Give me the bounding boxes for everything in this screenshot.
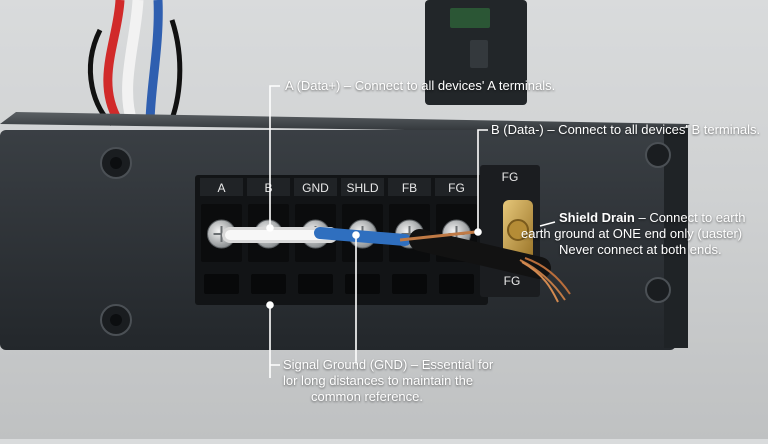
terminal-header <box>435 178 478 196</box>
callout-b-text: B (Data-) – Connect to all devices' B te… <box>491 122 761 137</box>
callout-line-a <box>269 85 280 228</box>
terminal-label-gnd: GND <box>302 181 329 195</box>
fg-label-top: FG <box>502 170 519 184</box>
background-device <box>425 0 527 105</box>
terminal-header <box>247 178 290 196</box>
black-wire <box>409 229 551 279</box>
fg-label-bottom: FG <box>504 274 521 288</box>
shield-drain-line3: Never connect at both ends. <box>559 242 722 257</box>
corner-screw <box>645 277 671 303</box>
signal-ground-line1: Signal Ground (GND) – Essential for <box>283 357 494 372</box>
wires <box>222 227 571 303</box>
terminal-lower-slot <box>345 274 380 294</box>
terminal-lower-slot <box>392 274 427 294</box>
terminal-label-b: B <box>264 181 272 195</box>
callout-b-terminal: B (Data-) – Connect to all devices' B te… <box>491 122 760 138</box>
terminal-header <box>341 178 384 196</box>
terminal-label-shld: SHLD <box>346 181 378 195</box>
terminal-header <box>294 178 337 196</box>
terminal-lower-slot <box>298 274 333 294</box>
terminal-label-fg: FG <box>448 181 465 195</box>
terminal-lower-slot <box>204 274 239 294</box>
background-cables <box>87 0 183 126</box>
signal-ground-line3: common reference. <box>311 389 423 404</box>
shield-drain-title: Shield Drain <box>559 210 635 225</box>
terminal-lower-slot <box>439 274 474 294</box>
terminal-header <box>200 178 243 196</box>
signal-ground-line2: lor long distances to maintain the <box>283 373 474 388</box>
callout-a-terminal: A (Data+) – Connect to all devices' A te… <box>285 78 555 94</box>
callout-line-b <box>477 129 488 232</box>
shield-drain-line1: – Connect to earth <box>634 210 746 225</box>
callout-signal-ground: Signal Ground (GND) – Essential for lor … <box>283 357 493 405</box>
callout-line-gnd <box>269 305 280 378</box>
callout-lines <box>266 85 556 378</box>
callout-a-text: A (Data+) – Connect to all devices' A te… <box>285 78 556 93</box>
callout-shield-drain: Shield Drain – Connect to earth earth gr… <box>521 210 746 258</box>
terminal-label-a: A <box>217 181 225 195</box>
terminal-header <box>388 178 431 196</box>
corner-screw <box>645 142 671 168</box>
terminal-label-fb: FB <box>402 181 417 195</box>
shield-drain-line2: earth ground at ONE end only (uaster) <box>521 226 743 241</box>
terminal-lower-slot <box>251 274 286 294</box>
blue-wire <box>314 227 411 246</box>
callout-line-shield <box>539 221 556 227</box>
